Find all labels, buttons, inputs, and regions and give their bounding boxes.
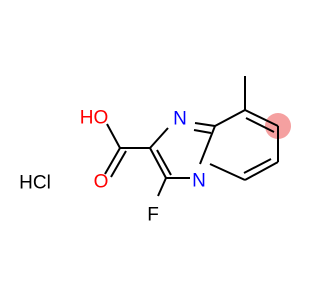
bond-c6-c5	[244, 161, 279, 181]
structure-canvas: HO O N N F HCl	[19, 76, 291, 226]
bond-c-oh	[106, 123, 121, 149]
atom-label-fluorine: F	[147, 205, 159, 226]
atom-label-n-bridge: N	[192, 171, 206, 192]
bond-c8-c7	[244, 109, 279, 127]
bond-c8-c7-double	[245, 117, 275, 133]
bond-n1-c8a	[194, 122, 216, 127]
bond-c2-c3	[149, 147, 167, 179]
atom-label-n-imine: N	[173, 109, 187, 130]
atom-label-oh: HO	[80, 108, 109, 129]
molecule-drawing: HO O N N F HCl	[19, 76, 291, 226]
atom-label-o-carbonyl: O	[94, 172, 109, 193]
bond-c3-f	[157, 177, 167, 197]
bond-c-o-double-2	[110, 150, 127, 178]
bond-c6-c5-double	[243, 158, 272, 174]
bond-c2-c3-double	[156, 149, 172, 176]
bond-c8a-n4	[199, 125, 216, 165]
bond-c2-n1	[149, 127, 169, 149]
bond-c-o-double-1	[104, 147, 121, 175]
bond-c5-n4	[209, 163, 246, 181]
salt-label-hcl: HCl	[19, 173, 51, 194]
bond-n1-c8a-double	[193, 129, 212, 134]
bond-c8a-c8	[214, 109, 246, 127]
